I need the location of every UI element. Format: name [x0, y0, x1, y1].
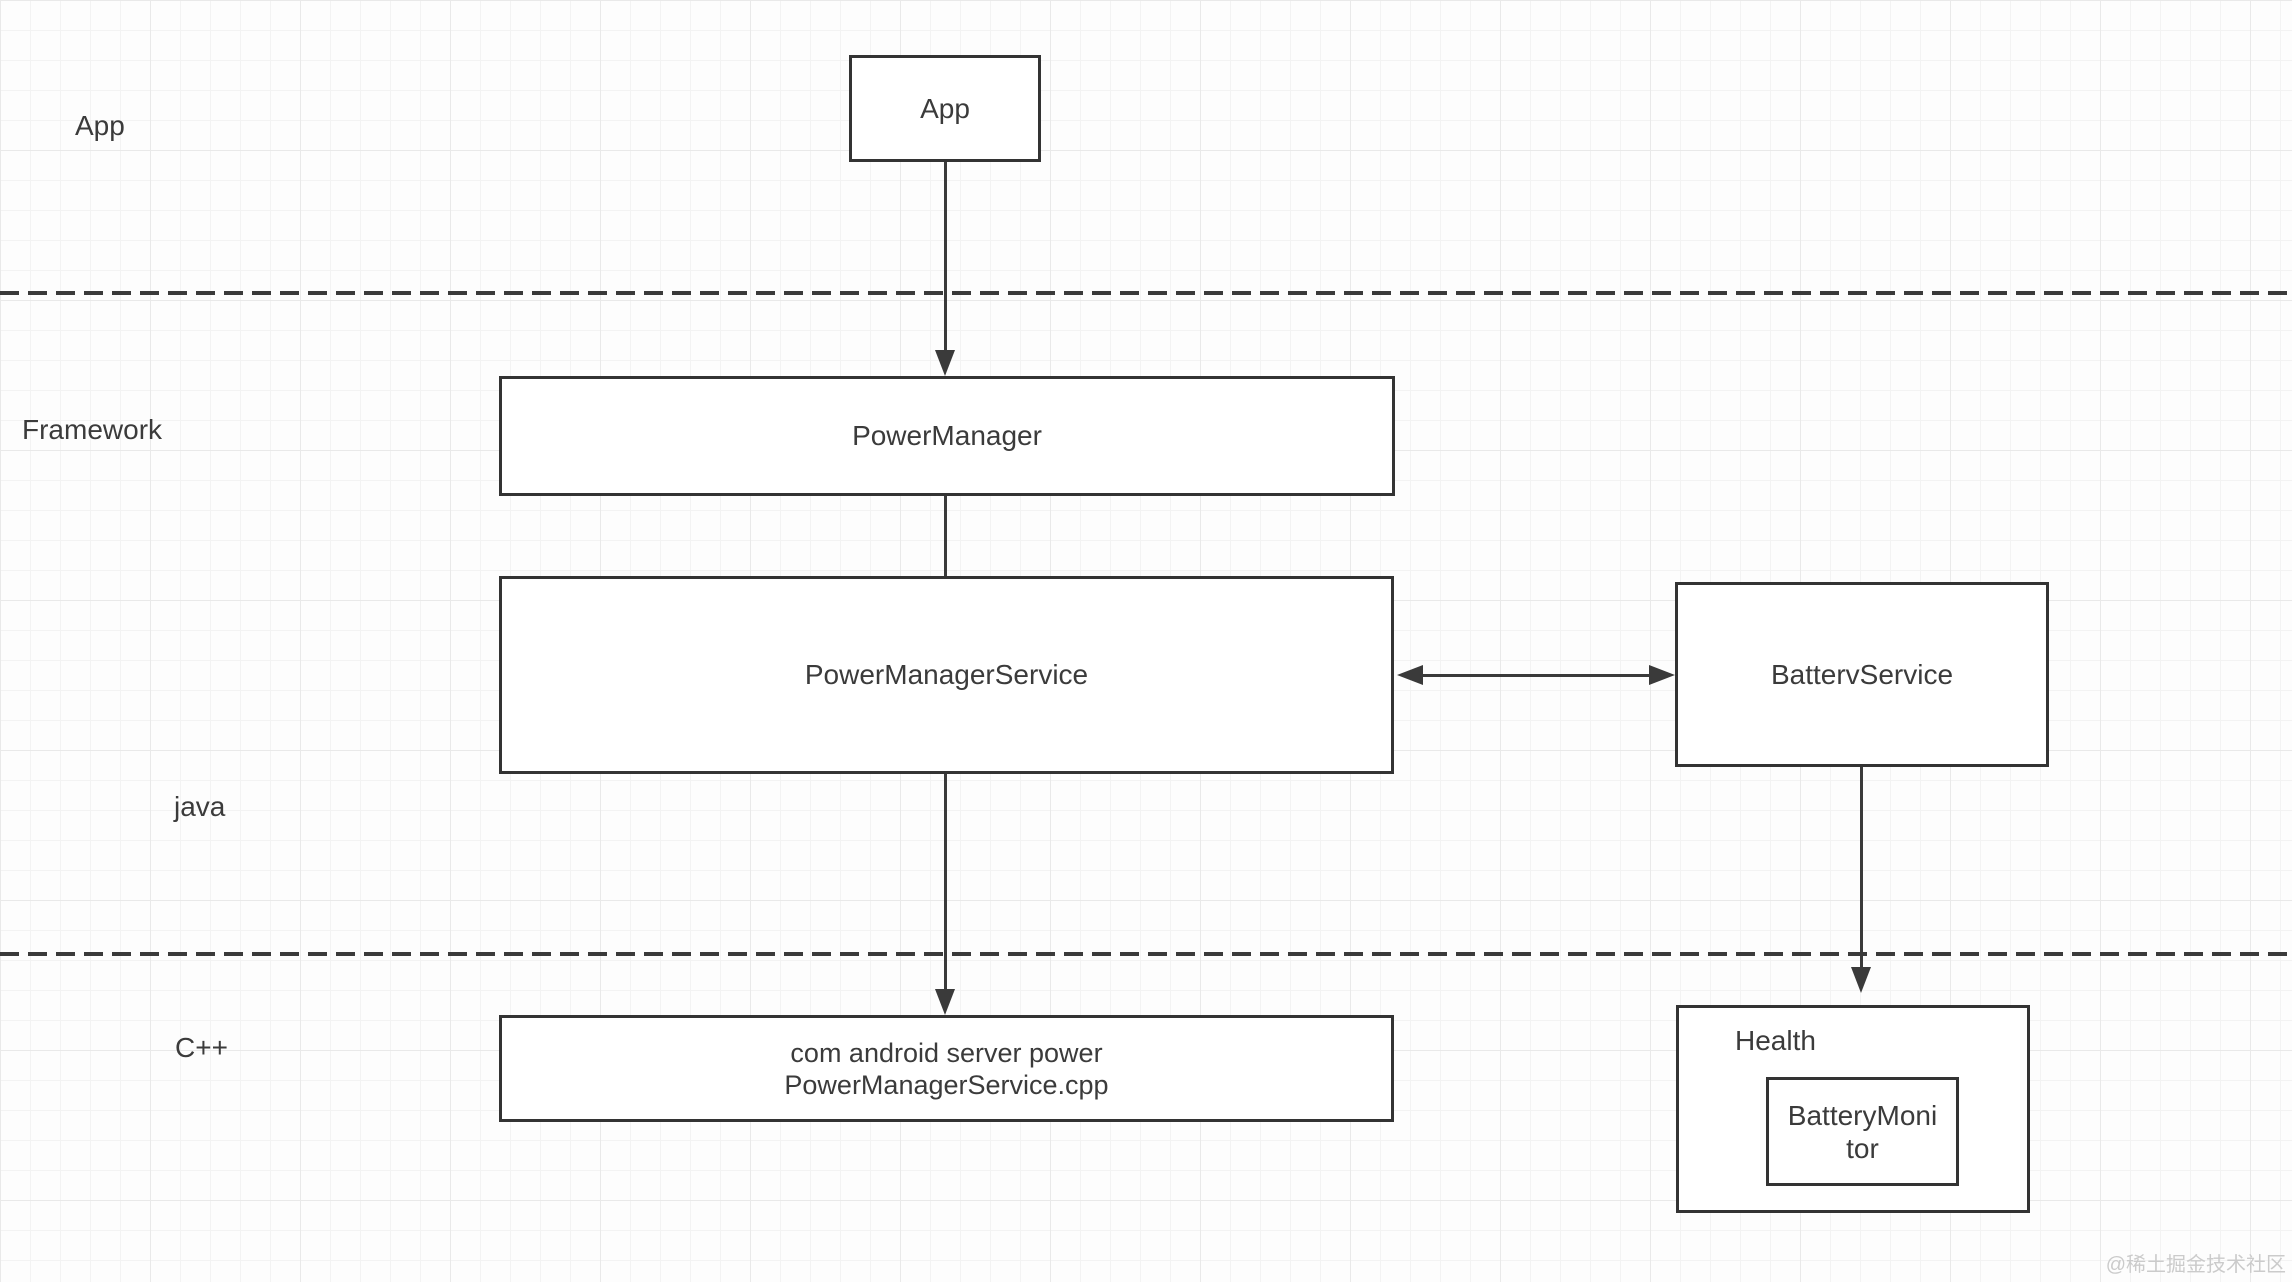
health-node-label: Health: [1735, 1025, 1816, 1056]
arrowhead-right-icon: [1649, 665, 1675, 685]
cpp-source-line-1: com android server power: [790, 1037, 1103, 1068]
layer-label-java: java: [174, 791, 226, 822]
separator-app-framework: [0, 291, 2292, 295]
arrowhead-down-icon: [935, 350, 955, 376]
app-node-label: App: [920, 92, 970, 124]
layer-label-cpp: C++: [175, 1032, 228, 1063]
layer-label-app: App: [75, 110, 125, 141]
connector-powermanager-to-powermanagerservice: [944, 496, 947, 576]
batterymonitor-node: BatteryMoni tor: [1766, 1077, 1959, 1186]
arrowhead-left-icon: [1397, 665, 1423, 685]
powermanagerservice-node: PowerManagerService: [499, 576, 1394, 774]
cpp-source-node: com android server power PowerManagerSer…: [499, 1015, 1394, 1122]
powermanagerservice-node-label: PowerManagerService: [804, 659, 1089, 690]
layer-label-framework: Framework: [22, 414, 163, 445]
watermark: @稀土掘金技术社区: [2105, 1254, 2286, 1276]
arrowhead-down-icon: [1851, 967, 1871, 993]
connector-powermanagerservice-to-cpp-source: [944, 774, 947, 990]
arrowhead-down-icon: [935, 989, 955, 1015]
batteryservice-node-label: BattervService: [1770, 658, 1954, 690]
connector-app-to-powermanager: [944, 162, 947, 352]
powermanager-node: PowerManager: [499, 376, 1395, 496]
batterymonitor-line-2: tor: [1846, 1132, 1879, 1164]
powermanager-node-label: PowerManager: [852, 420, 1042, 451]
separator-java-cpp: [0, 952, 2292, 956]
health-node: Health BatteryMoni tor: [1676, 1005, 2030, 1213]
batteryservice-node: BattervService: [1675, 582, 2049, 767]
connector-powermanagerservice-batteryservice: [1420, 674, 1652, 677]
cpp-source-line-2: PowerManagerService.cpp: [784, 1069, 1109, 1100]
connector-batteryservice-to-health: [1860, 767, 1863, 968]
app-node: App: [849, 55, 1041, 162]
batterymonitor-line-1: BatteryMoni: [1787, 1099, 1938, 1131]
